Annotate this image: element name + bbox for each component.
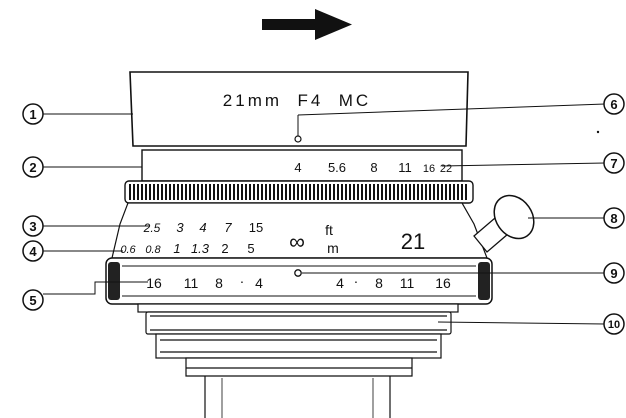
callout-5: 5 bbox=[22, 289, 44, 311]
dof-value: 4 bbox=[255, 275, 263, 291]
svg-text:4: 4 bbox=[29, 244, 37, 259]
speck bbox=[596, 130, 600, 134]
focus-grip-knurl bbox=[124, 180, 474, 204]
aperture-value: 5.6 bbox=[328, 160, 346, 175]
feet-value: 4 bbox=[199, 220, 206, 235]
feet-value: 15 bbox=[249, 220, 263, 235]
dof-value: 4 bbox=[336, 275, 344, 291]
svg-text:7: 7 bbox=[610, 156, 617, 171]
lens-mount bbox=[137, 303, 459, 418]
hood-index-dot bbox=[294, 135, 302, 143]
callout-leaders bbox=[43, 103, 606, 325]
meter-value: 2 bbox=[221, 241, 228, 256]
callout-4: 4 bbox=[22, 240, 44, 262]
focusing-lever bbox=[473, 194, 535, 253]
meter-value: 1 bbox=[173, 241, 180, 256]
arrow-right-icon bbox=[262, 9, 352, 40]
callout-10: 10 bbox=[603, 313, 625, 335]
meter-scale: 0.6 0.8 1 1.3 2 5 bbox=[120, 241, 254, 256]
aperture-value: 16 bbox=[423, 163, 435, 175]
meter-value: 0.6 bbox=[120, 244, 136, 256]
dof-value: 11 bbox=[184, 275, 199, 291]
aperture-value: 11 bbox=[398, 160, 412, 175]
meter-value: 5 bbox=[247, 241, 254, 256]
svg-text:9: 9 bbox=[610, 266, 617, 281]
aperture-scale: 4 5.6 8 11 16 22 bbox=[294, 160, 452, 175]
lens-engraving: 21mm F4 MC bbox=[223, 91, 371, 110]
aperture-value: 4 bbox=[294, 160, 301, 175]
svg-text:1: 1 bbox=[29, 107, 36, 122]
feet-scale: 2.5 3 4 7 15 bbox=[143, 220, 264, 235]
callout-2: 2 bbox=[22, 156, 44, 178]
meter-value: 1.3 bbox=[191, 241, 210, 256]
focus-index-dot bbox=[294, 269, 302, 277]
focal-length-mark: 21 bbox=[401, 229, 425, 254]
callout-7: 7 bbox=[603, 152, 625, 174]
svg-text:8: 8 bbox=[610, 211, 617, 226]
svg-text:6: 6 bbox=[610, 97, 617, 112]
feet-value: 3 bbox=[176, 220, 184, 235]
feet-value: 7 bbox=[224, 220, 232, 235]
dof-value: 16 bbox=[146, 275, 162, 291]
callout-9: 9 bbox=[603, 262, 625, 284]
feet-unit: ft bbox=[325, 222, 333, 238]
infinity-mark: ∞ bbox=[289, 229, 305, 254]
callout-6: 6 bbox=[603, 93, 625, 115]
aperture-value: 22 bbox=[440, 163, 452, 175]
dof-scale-right: 4 · 8 11 16 bbox=[336, 273, 451, 291]
dof-value: 8 bbox=[215, 275, 223, 291]
dof-value: 8 bbox=[375, 275, 383, 291]
dof-ring bbox=[105, 257, 493, 305]
svg-text:3: 3 bbox=[29, 219, 36, 234]
svg-text:2: 2 bbox=[29, 160, 36, 175]
svg-text:10: 10 bbox=[608, 319, 620, 331]
dof-value: · bbox=[240, 273, 245, 289]
callout-8: 8 bbox=[603, 207, 625, 229]
svg-text:5: 5 bbox=[29, 293, 36, 308]
lens-hood bbox=[129, 71, 469, 147]
aperture-value: 8 bbox=[370, 160, 377, 175]
dof-value: · bbox=[354, 273, 359, 289]
meter-unit: m bbox=[327, 240, 339, 256]
callout-1: 1 bbox=[22, 103, 44, 125]
callout-3: 3 bbox=[22, 215, 44, 237]
dof-value: 16 bbox=[435, 275, 451, 291]
dof-scale-left: 16 11 8 · 4 bbox=[146, 273, 263, 291]
meter-value: 0.8 bbox=[145, 244, 161, 256]
aperture-ring bbox=[141, 149, 463, 182]
dof-value: 11 bbox=[400, 275, 415, 291]
feet-value: 2.5 bbox=[143, 221, 161, 235]
